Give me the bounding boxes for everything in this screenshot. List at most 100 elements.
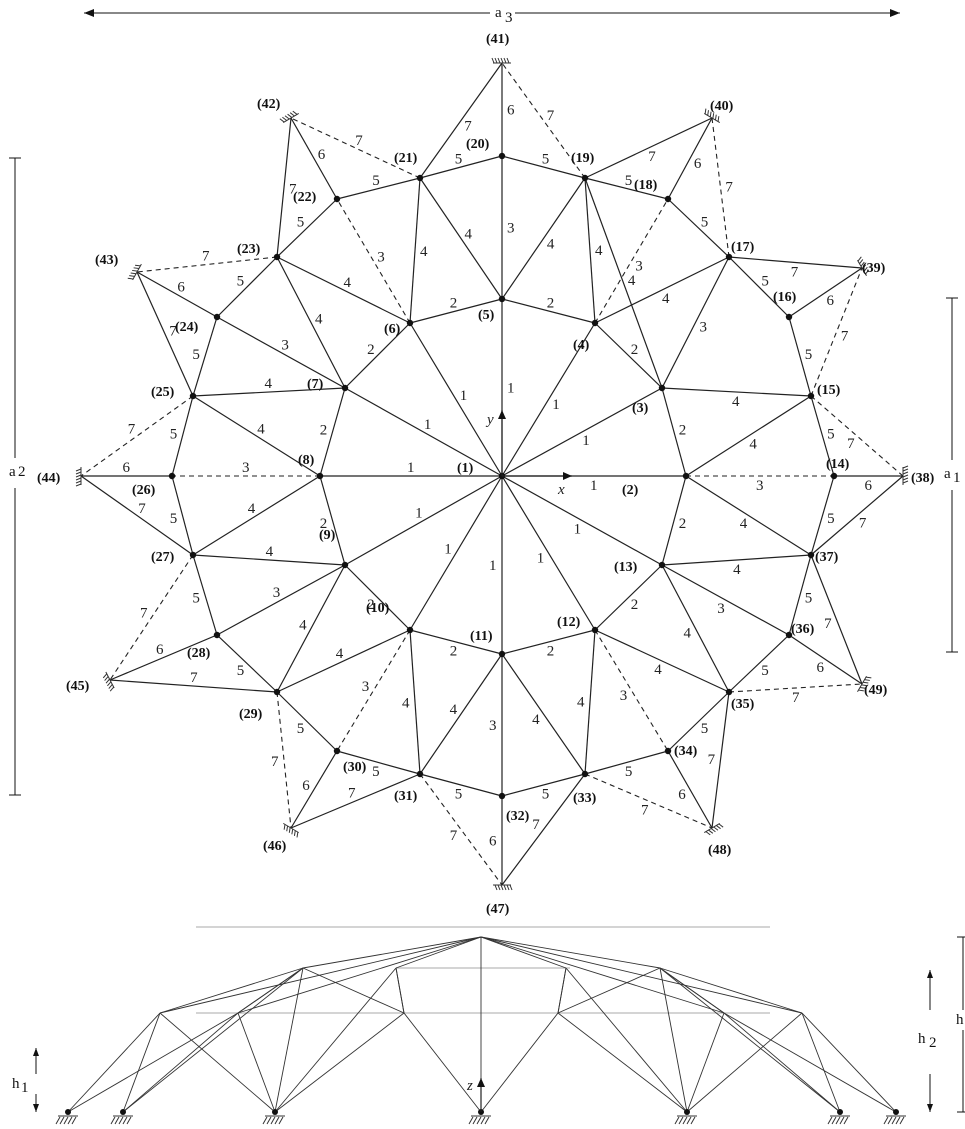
member-group-label: 5: [542, 787, 550, 803]
member-34-48: [667, 750, 713, 829]
node-labels-layer: (1)(2)(3)(4)(5)(6)(7)(8)(9)(10)(11)(12)(…: [37, 32, 935, 917]
member-group-label: 7: [450, 828, 458, 844]
member-group-label: 2: [367, 597, 375, 613]
member-31-46: [290, 773, 421, 829]
node-label-33: (33): [573, 791, 597, 806]
member-28-45: [109, 634, 218, 681]
member-group-label: 1: [507, 381, 515, 397]
node-34: [664, 747, 672, 755]
member-32-33: [501, 773, 586, 797]
member-7-8: [319, 387, 346, 477]
node-label-46: (46): [263, 839, 287, 854]
member-group-label: 3: [273, 585, 281, 601]
y-axis-label: y: [485, 412, 494, 428]
member-group-label: 6: [678, 787, 686, 803]
member-group-label: 7: [464, 119, 472, 135]
member-22-23: [276, 198, 338, 258]
member-33-34: [584, 750, 669, 775]
node-label-4: (4): [573, 338, 590, 353]
node-label-10: (10): [366, 601, 390, 616]
member-11-33: [501, 653, 586, 775]
node-16: [785, 313, 793, 321]
member-group-label: 3: [489, 718, 497, 734]
member-group-label: 2: [547, 295, 555, 311]
member-9-28: [216, 564, 346, 636]
member-16-39: [788, 267, 863, 318]
member-26-27: [171, 475, 194, 556]
elevation-member: [801, 1012, 897, 1113]
x-axis-label: x: [557, 482, 565, 498]
node-17: [725, 253, 733, 261]
member-group-label: 4: [248, 501, 256, 517]
elevation-member: [395, 936, 482, 969]
member-group-label: 7: [128, 422, 136, 438]
member-group-label: 4: [547, 237, 555, 253]
member-group-label: 5: [761, 274, 769, 290]
node-label-47: (47): [486, 902, 510, 917]
member-group-label: 5: [192, 347, 200, 363]
member-18-19: [584, 177, 669, 200]
member-22-42: [290, 117, 338, 200]
member-27-45: [109, 554, 194, 681]
member-17-39: [728, 256, 863, 269]
member-23-43: [136, 256, 278, 273]
node-label-35: (35): [731, 697, 755, 712]
member-4-18: [594, 198, 669, 324]
member-group-label: 2: [450, 295, 458, 311]
node-29: [273, 688, 281, 696]
member-group-label: 7: [355, 133, 363, 149]
member-group-label: 1: [460, 388, 468, 404]
node-label-3: (3): [632, 401, 649, 416]
node-label-6: (6): [384, 322, 401, 337]
node-28: [213, 631, 221, 639]
member-4-17: [594, 256, 730, 324]
node-label-14: (14): [826, 457, 850, 472]
member-3-19: [584, 177, 663, 389]
member-1-10: [409, 475, 503, 631]
node-32: [498, 792, 506, 800]
node-22: [333, 195, 341, 203]
member-28-29: [216, 634, 278, 693]
h-label: h: [956, 1012, 964, 1028]
member-29-46: [276, 691, 292, 829]
member-group-label: 5: [237, 274, 245, 290]
member-35-48: [711, 691, 730, 829]
member-group-label: 5: [805, 590, 813, 606]
node-label-2: (2): [622, 483, 639, 498]
node-12: [591, 626, 599, 634]
member-group-label: 6: [123, 460, 131, 476]
member-group-label: 4: [740, 516, 748, 532]
member-group-label: 5: [455, 787, 463, 803]
support-41: [491, 57, 511, 64]
member-group-label: 5: [701, 721, 709, 737]
member-group-label: 1: [552, 397, 560, 413]
node-label-37: (37): [815, 550, 839, 565]
elevation-member: [480, 936, 661, 969]
member-group-label: 5: [372, 173, 380, 189]
member-group-label: 5: [237, 663, 245, 679]
member-group-label: 4: [315, 311, 323, 327]
elevation-support: [893, 1109, 899, 1115]
member-group-label: 5: [827, 511, 835, 527]
member-group-label: 6: [489, 834, 497, 850]
node-label-25: (25): [151, 385, 175, 400]
elevation-member: [302, 936, 482, 969]
elevation-member: [302, 967, 405, 1014]
member-group-label: 1: [582, 433, 590, 449]
member-24-25: [192, 316, 218, 397]
elevation-member: [557, 967, 661, 1014]
z-axis-label: z: [466, 1078, 473, 1094]
elevation-member: [237, 967, 304, 1014]
elevation-member: [480, 936, 567, 969]
member-11-31: [419, 653, 503, 775]
member-group-label: 2: [320, 516, 328, 532]
member-group-label: 1: [574, 521, 582, 537]
member-group-label: 2: [679, 516, 687, 532]
member-group-label: 2: [631, 597, 639, 613]
member-group-label: 4: [684, 626, 692, 642]
member-8-27: [192, 475, 321, 556]
member-13-37: [661, 554, 812, 566]
member-1-12: [501, 475, 596, 631]
